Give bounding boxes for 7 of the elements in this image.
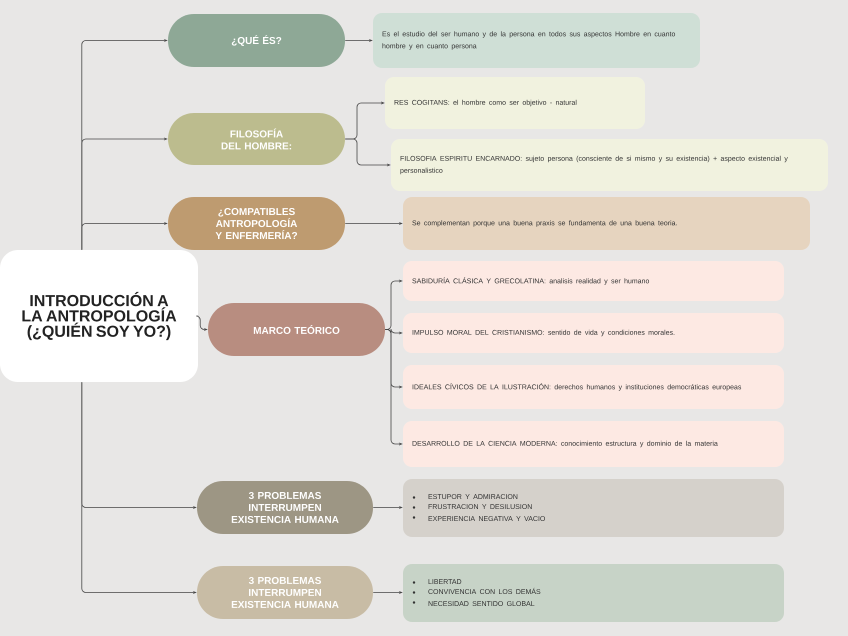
category-pill: MARCO TEÓRICO — [208, 303, 385, 356]
topic-box: INTRODUCCIÓN A LA ANTROPOLOGÍA (¿QUIÉN SOY YO?) — [0, 250, 198, 382]
category-pill: FILOSOFÍA DEL HOMBRE: — [168, 113, 345, 165]
category-pill: 3 PROBLEMAS INTERRUMPEN EXISTENCIA HUMANA — [197, 566, 373, 619]
category-pill: ¿COMPATIBLES ANTROPOLOGÍA Y ENFERMERÍA? — [168, 197, 345, 250]
category-pill: ¿QUÉ ÉS? — [168, 14, 345, 67]
category-pill: 3 PROBLEMAS INTERRUMPEN EXISTENCIA HUMANA — [197, 481, 373, 534]
